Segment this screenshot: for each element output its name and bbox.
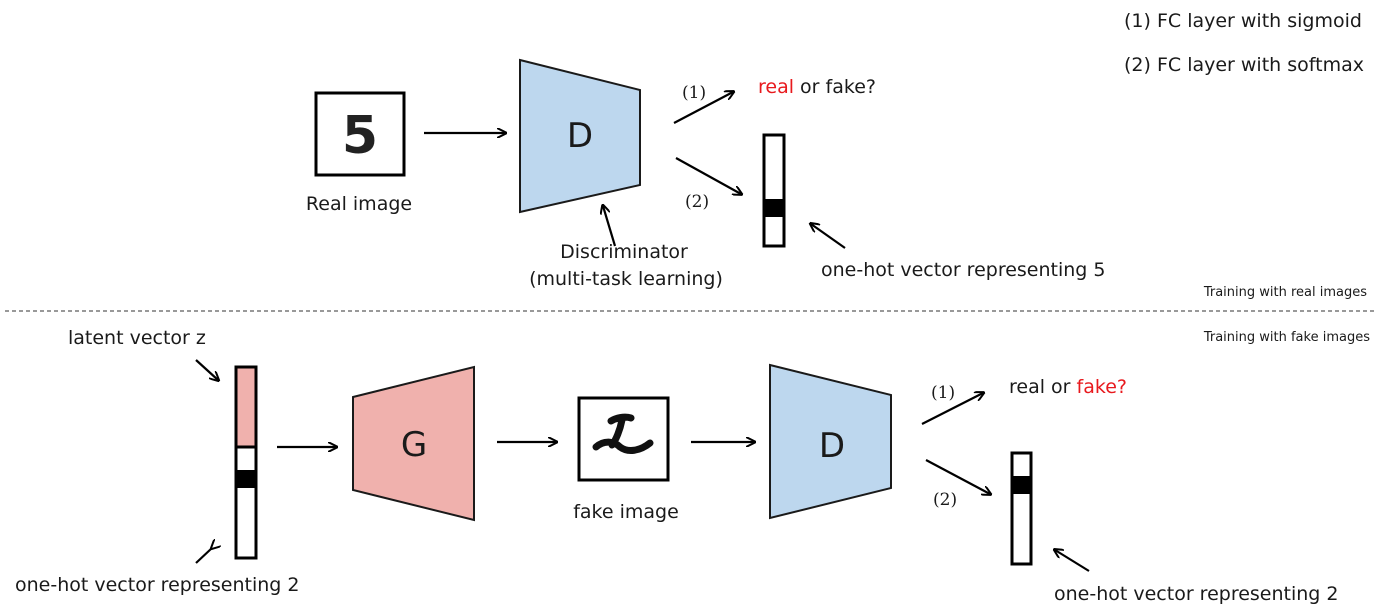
bottom-word-real: real bbox=[1009, 376, 1045, 398]
top-real-or-fake: real or fake? bbox=[758, 76, 876, 98]
section-label-fake: Training with fake images bbox=[1203, 330, 1370, 345]
discriminator-label-line2: (multi-task learning) bbox=[529, 268, 723, 290]
top-out2-number: (2) bbox=[685, 192, 709, 212]
top-word-real: real bbox=[758, 76, 794, 98]
real-image: 5 bbox=[314, 91, 406, 177]
legend-item-2: (2) FC layer with softmax bbox=[1124, 54, 1364, 76]
arrow-disc-label bbox=[603, 206, 617, 247]
latent-vector-label: latent vector z bbox=[68, 327, 206, 349]
arrow-onehot-in bbox=[195, 548, 212, 564]
discriminator-top-letter: D bbox=[567, 116, 593, 156]
arrow-onehot-bottom bbox=[1055, 550, 1090, 572]
top-out1-number: (1) bbox=[682, 83, 706, 103]
fake-image-label: fake image bbox=[573, 501, 679, 523]
arrow-bottom-out2 bbox=[925, 459, 990, 494]
section-label-real: Training with real images bbox=[1203, 285, 1367, 300]
discriminator-label-line1: Discriminator bbox=[560, 241, 688, 263]
bottom-word-or: or bbox=[1045, 376, 1077, 398]
legend-item-1: (1) FC layer with sigmoid bbox=[1124, 10, 1362, 32]
bottom-word-fake: fake? bbox=[1077, 376, 1127, 398]
top-word-fake: fake? bbox=[826, 76, 876, 98]
generator-letter: G bbox=[401, 425, 427, 465]
real-image-label: Real image bbox=[306, 193, 412, 215]
discriminator-bottom-letter: D bbox=[819, 426, 845, 466]
onehot-vector-bottom bbox=[1010, 451, 1033, 566]
fake-image bbox=[577, 396, 670, 482]
input-vector bbox=[234, 365, 258, 560]
arrow-onehot-top bbox=[811, 224, 846, 249]
onehot-top-label: one-hot vector representing 5 bbox=[821, 259, 1106, 281]
discriminator-top: D bbox=[519, 58, 641, 214]
bottom-out2-number: (2) bbox=[933, 490, 957, 510]
real-image-digit: 5 bbox=[342, 106, 378, 166]
discriminator-bottom: D bbox=[769, 363, 892, 520]
arrow-top-out2 bbox=[675, 157, 741, 194]
onehot-bottom-label: one-hot vector representing 2 bbox=[1054, 583, 1339, 605]
arrow-latent bbox=[195, 359, 218, 380]
arrow-top-out1 bbox=[673, 92, 733, 124]
generator: G bbox=[352, 365, 475, 522]
arrow-bottom-out1 bbox=[921, 393, 983, 425]
onehot-in-label: one-hot vector representing 2 bbox=[15, 574, 300, 596]
bottom-real-or-fake: real or fake? bbox=[1009, 376, 1127, 398]
onehot-vector-top bbox=[762, 133, 786, 248]
top-word-or: or bbox=[794, 76, 826, 98]
bottom-out1-number: (1) bbox=[931, 383, 955, 403]
fake-image-scribble bbox=[592, 413, 654, 454]
